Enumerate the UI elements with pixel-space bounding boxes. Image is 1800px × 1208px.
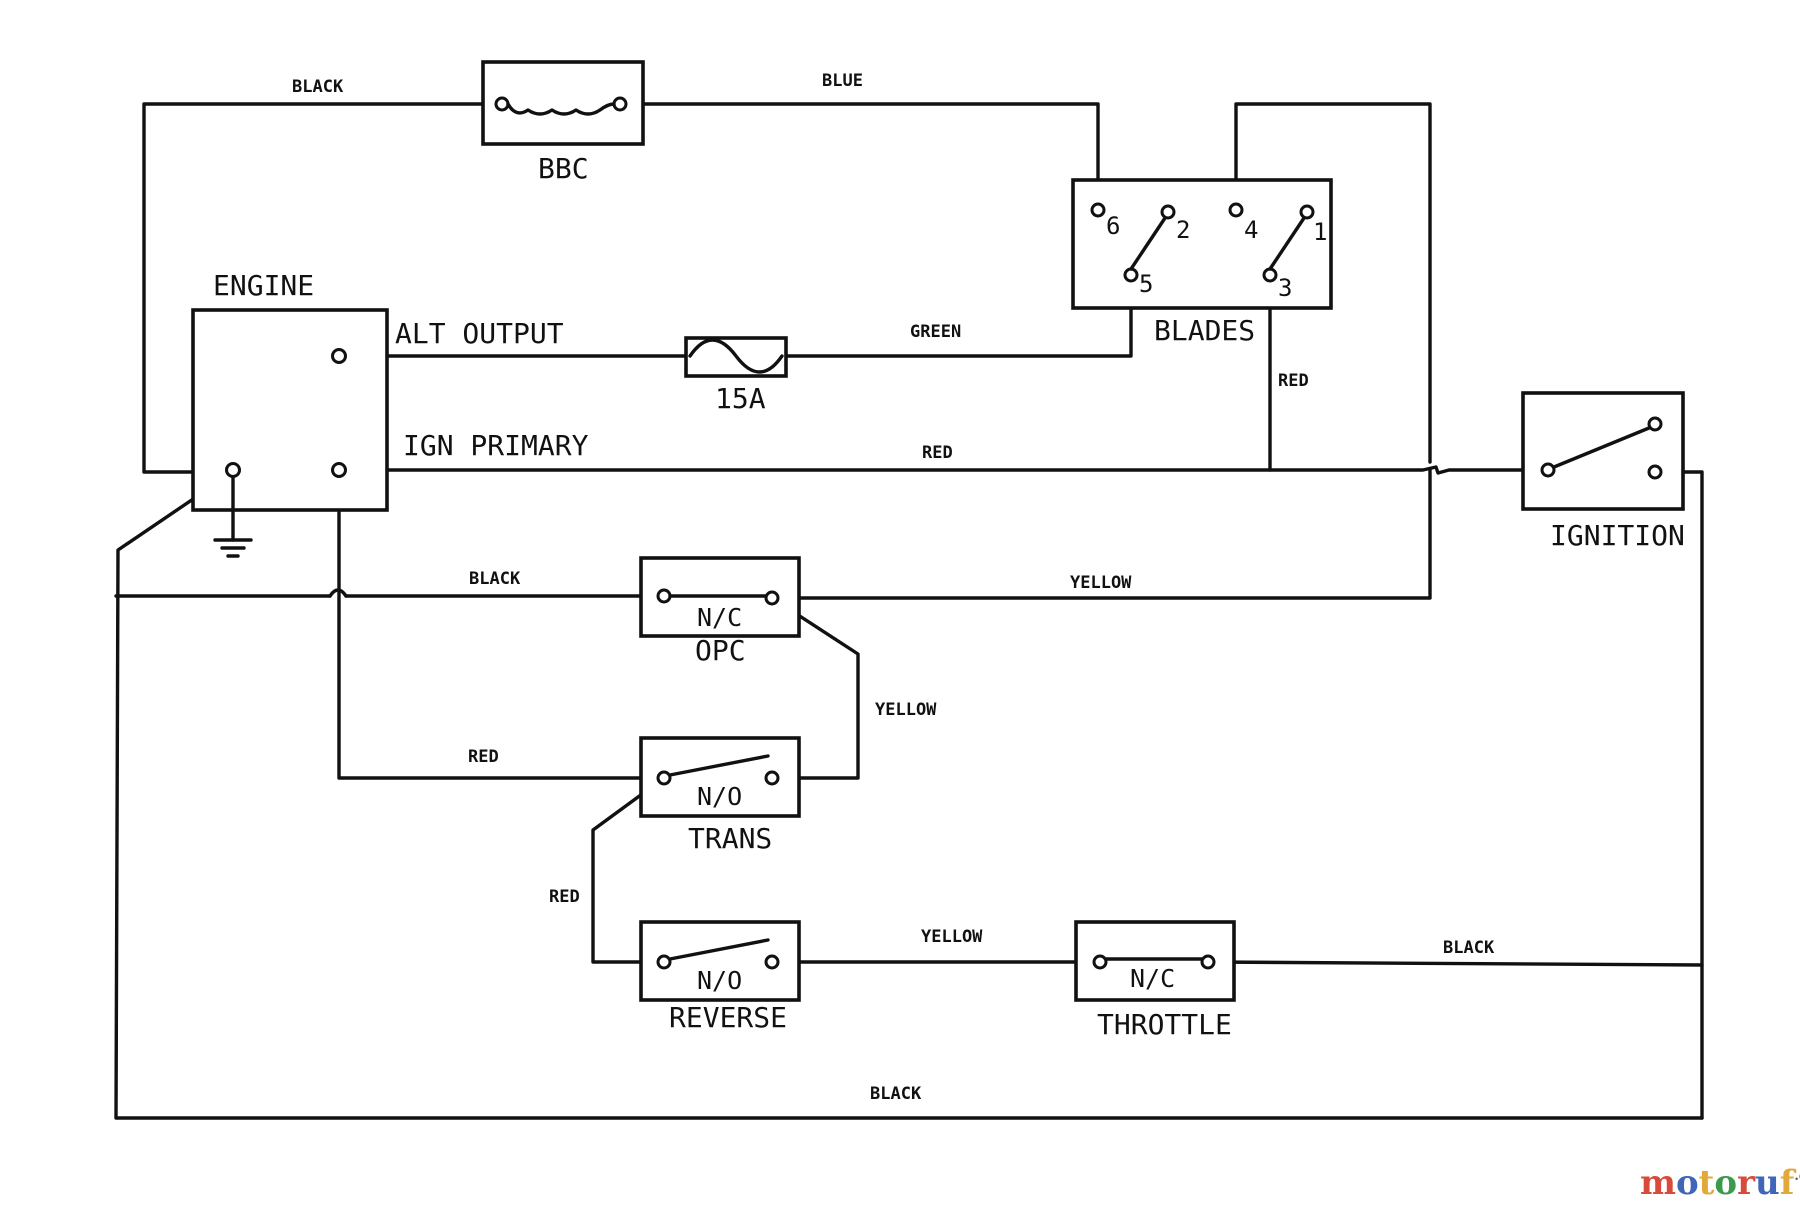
opc-switch: N/C OPC [639, 556, 801, 667]
blades-terminal-4 [1228, 202, 1244, 218]
opc-label: OPC [695, 634, 746, 667]
engine-box [191, 308, 389, 512]
blades-terminal-3 [1262, 267, 1278, 283]
wire-label-red-reverse: RED [549, 887, 580, 907]
wire-blades-4-loop [1234, 102, 1432, 464]
bbc-label: BBC [538, 152, 589, 185]
reverse-label: REVERSE [669, 1001, 787, 1034]
trans-right-terminal [764, 770, 780, 786]
blades-switch: 6 2 4 1 5 3 BLADES [1071, 178, 1333, 347]
ignition-box [1521, 391, 1685, 511]
trans-label: TRANS [688, 822, 772, 855]
watermark-letter: o [1714, 1163, 1737, 1203]
bbc-left-terminal [494, 96, 510, 112]
wire-label-red-ign: RED [922, 443, 953, 463]
throttle-state: N/C [1130, 964, 1175, 993]
opc-state: N/C [697, 603, 742, 632]
reverse-switch: N/O REVERSE [639, 920, 801, 1034]
ign-primary-terminal [331, 462, 347, 478]
ground-icon [213, 475, 253, 558]
reverse-right-terminal [764, 954, 780, 970]
blades-terminal-5 [1123, 267, 1139, 283]
blades-terminal-1 [1299, 204, 1315, 220]
ign-primary-label: IGN PRIMARY [403, 429, 589, 462]
wire-red-reverse [591, 776, 666, 964]
engine-title: ENGINE [213, 269, 314, 302]
wire-label-yellow-reverse: YELLOW [921, 927, 983, 947]
wire-red-trans [337, 468, 666, 780]
fuse-component: 15A [684, 336, 788, 415]
ignition-top-terminal [1647, 416, 1663, 432]
watermark-letter: t [1699, 1163, 1715, 1203]
wire-blue-top [621, 102, 1100, 212]
watermark-letter: o [1676, 1163, 1699, 1203]
reverse-state: N/O [697, 966, 742, 995]
ground-terminal [225, 462, 241, 478]
wire-label-black-bottom: BLACK [870, 1084, 922, 1104]
blades-lever-a [1129, 216, 1167, 271]
wire-label-black-throttle: BLACK [1443, 938, 1495, 958]
bbc-component: BBC [481, 60, 645, 185]
trans-state: N/O [697, 782, 742, 811]
blades-terminal-6-label: 6 [1106, 212, 1120, 240]
trans-contact [668, 754, 770, 777]
blades-terminal-2-label: 2 [1176, 216, 1190, 244]
wire-ground-diag [114, 470, 1704, 1120]
opc-left-terminal [656, 588, 672, 604]
wire-black-top [142, 102, 485, 474]
wire-yellow-opc-trans [770, 596, 860, 780]
blades-terminal-3-label: 3 [1278, 274, 1292, 302]
watermark-suffix: .de [1794, 1169, 1800, 1184]
throttle-switch: N/C THROTTLE [1074, 920, 1236, 1041]
wire-ign-right [1653, 470, 1704, 1120]
wire-label-red-trans: RED [468, 747, 499, 767]
blades-terminal-4-label: 4 [1244, 216, 1258, 244]
wire-black-throttle [1206, 960, 1704, 967]
blades-terminal-6 [1090, 202, 1106, 218]
watermark-letter: f [1780, 1163, 1797, 1203]
ignition-label: IGNITION [1550, 519, 1685, 552]
watermark: motoruf.de [1640, 1163, 1800, 1203]
wires [114, 102, 1704, 1120]
ignition-switch: IGNITION [1521, 391, 1685, 552]
bbc-right-terminal [612, 96, 628, 112]
trans-left-terminal [656, 770, 672, 786]
wire-label-red-blades: RED [1278, 371, 1309, 391]
wire-labels: BLACK BLUE GREEN RED RED BLACK YELLOW YE… [292, 71, 1495, 1104]
throttle-left-terminal [1092, 954, 1108, 970]
wire-label-black-opc: BLACK [469, 569, 521, 589]
alt-output-label: ALT OUTPUT [395, 317, 564, 350]
engine-block: ENGINE ALT OUTPUT IGN PRIMARY [191, 269, 589, 558]
watermark-letter: r [1737, 1163, 1756, 1203]
blades-terminal-2 [1160, 204, 1176, 220]
fuse-icon [688, 338, 784, 374]
ignition-lever [1552, 426, 1651, 469]
wire-label-green: GREEN [910, 322, 961, 342]
fuse-label: 15A [715, 382, 766, 415]
wire-label-yellow-opc-trans: YELLOW [875, 700, 937, 720]
blades-label: BLADES [1154, 314, 1255, 347]
reverse-contact [668, 938, 770, 961]
throttle-right-terminal [1200, 954, 1216, 970]
wire-label-black-top: BLACK [292, 77, 344, 97]
trans-switch: N/O TRANS [639, 736, 801, 855]
ignition-right-terminal [1647, 464, 1663, 480]
blades-terminal-1-label: 1 [1313, 218, 1327, 246]
reverse-left-terminal [656, 954, 672, 970]
watermark-letter: u [1755, 1163, 1780, 1203]
coil-icon [506, 102, 616, 116]
opc-right-terminal [764, 590, 780, 606]
wire-label-blue-top: BLUE [822, 71, 863, 91]
wire-yellow-opc [770, 468, 1432, 600]
alt-output-terminal [331, 348, 347, 364]
blades-box [1071, 178, 1333, 310]
throttle-label: THROTTLE [1097, 1008, 1232, 1041]
wire-red-ign [337, 465, 1550, 475]
watermark-letter: m [1640, 1163, 1676, 1203]
blades-terminal-5-label: 5 [1139, 270, 1153, 298]
ignition-left-terminal [1540, 462, 1556, 478]
wire-label-yellow-opc: YELLOW [1070, 573, 1132, 593]
blades-lever-b [1268, 216, 1306, 271]
